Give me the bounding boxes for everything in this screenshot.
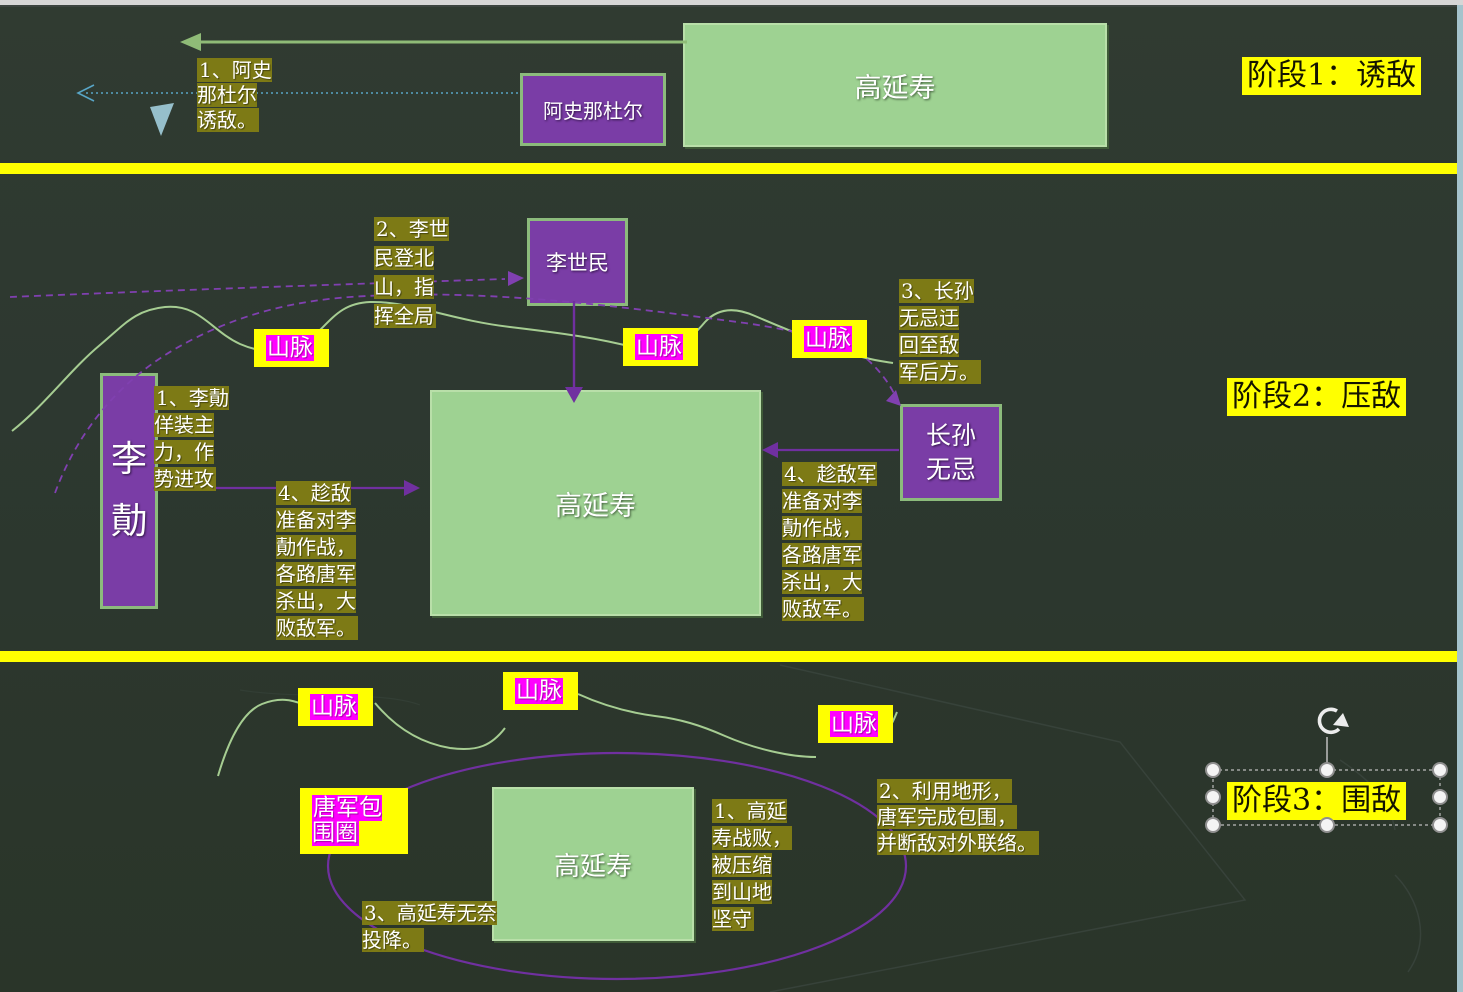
mountain-label-text: 山脉: [310, 694, 358, 720]
handle-mid-right[interactable]: [1432, 789, 1448, 805]
shape-gaoyanshou-stage3[interactable]: 高延寿: [492, 787, 694, 941]
mountain-label-text: 山脉: [515, 678, 563, 704]
mountain-label-3[interactable]: 山脉: [792, 320, 867, 358]
handle-bottom-right[interactable]: [1432, 817, 1448, 833]
handle-top-left[interactable]: [1205, 762, 1221, 778]
handle-bottom-center[interactable]: [1319, 817, 1335, 833]
shape-label: 阿史那杜尔: [543, 99, 643, 123]
mountain-label-text: 山脉: [830, 711, 878, 737]
shape-li-ji[interactable]: 李 勣: [100, 373, 158, 609]
command-arrow-dashed[interactable]: [9, 271, 524, 298]
rotation-handle-icon[interactable]: [1317, 707, 1349, 735]
shape-label: 李世民: [546, 251, 609, 275]
encirclement-ellipse[interactable]: [326, 751, 908, 981]
mountain-label-5[interactable]: 山脉: [503, 672, 578, 710]
stage1-title[interactable]: 阶段1：诱敌: [1242, 57, 1422, 95]
stage2-title-text: 阶段2：压敌: [1232, 379, 1402, 414]
lishimin-down-arrow[interactable]: [565, 301, 583, 403]
mountain-label-text: 山脉: [266, 335, 314, 361]
note-stage2-1[interactable]: 1、李勣 佯装主 力，作 势进攻: [154, 385, 229, 493]
mountain-label-2[interactable]: 山脉: [623, 328, 698, 366]
handle-top-center[interactable]: [1319, 762, 1335, 778]
stage-divider-2: [0, 651, 1457, 662]
stage3-title-text: 阶段3：围敌: [1232, 783, 1402, 818]
shape-zhangsun-wuji[interactable]: 长孙 无忌: [900, 404, 1002, 501]
window-right-edge: [1457, 5, 1463, 992]
handle-mid-left[interactable]: [1205, 789, 1221, 805]
retreat-arrow-green[interactable]: [180, 33, 687, 51]
mountain-label-1[interactable]: 山脉: [254, 329, 329, 367]
note-stage2-4-right[interactable]: 4、趁敌军 准备对李 勣作战， 各路唐军 杀出，大 败敌军。: [782, 461, 877, 623]
note-stage2-3[interactable]: 3、长孙 无忌迂 回至敌 军后方。: [899, 278, 981, 386]
note-stage3-2[interactable]: 2、利用地形， 唐军完成包围， 并断敌对外联络。: [877, 778, 1039, 856]
shape-label: 高延寿: [553, 851, 632, 882]
stage2-title[interactable]: 阶段2：压敌: [1227, 378, 1407, 416]
shape-label: 高延寿: [854, 72, 936, 104]
stage3-title[interactable]: 阶段3：围敌: [1227, 782, 1407, 820]
flanking-route-dashed[interactable]: [54, 293, 901, 494]
window-top-edge: [0, 0, 1463, 7]
lure-arrow-blue-dotted[interactable]: [76, 84, 518, 102]
mountain-label-4[interactable]: 山脉: [298, 688, 373, 726]
note-stage2-2[interactable]: 2、李世 民登北 山，指 挥全局: [374, 215, 449, 331]
shape-gaoyanshou-stage2[interactable]: 高延寿: [430, 390, 761, 616]
note-stage2-4-left[interactable]: 4、趁敌 准备对李 勣作战， 各路唐军 杀出，大 败敌军。: [276, 480, 358, 642]
flag-triangle[interactable]: [150, 103, 174, 136]
shape-li-shimin[interactable]: 李世民: [527, 218, 628, 306]
mountain-ridge-stage3: [217, 693, 898, 777]
shape-gaoyanshou-stage1[interactable]: 高延寿: [683, 23, 1107, 147]
shape-ashina-duer[interactable]: 阿史那杜尔: [520, 73, 666, 146]
note-stage1-1[interactable]: 1、阿史 那杜尔 诱敌。: [197, 58, 272, 133]
shape-label: 长孙 无忌: [925, 420, 976, 484]
zhangsun-attack-arrow[interactable]: [762, 442, 899, 458]
note-text: 3、长孙 无忌迂 回至敌 军后方。: [899, 279, 981, 384]
encirclement-label[interactable]: 唐军包 围圈: [300, 788, 408, 854]
handle-top-right[interactable]: [1432, 762, 1448, 778]
mountain-label-text: 山脉: [804, 326, 852, 352]
handle-bottom-left[interactable]: [1205, 817, 1221, 833]
shape-label: 高延寿: [555, 490, 636, 522]
selection-handles[interactable]: [1205, 762, 1448, 833]
mountain-label-6[interactable]: 山脉: [818, 705, 893, 743]
stage1-title-text: 阶段1：诱敌: [1247, 58, 1417, 93]
note-stage3-3[interactable]: 3、高延寿无奈 投降。: [362, 900, 497, 954]
stage-divider-1: [0, 163, 1457, 174]
selection-outline: [1212, 769, 1441, 826]
shape-label: 李 勣: [110, 439, 147, 542]
note-stage3-1[interactable]: 1、高延 寿战败， 被压缩 到山地 坚守: [712, 798, 792, 933]
mountain-label-text: 山脉: [635, 334, 683, 360]
